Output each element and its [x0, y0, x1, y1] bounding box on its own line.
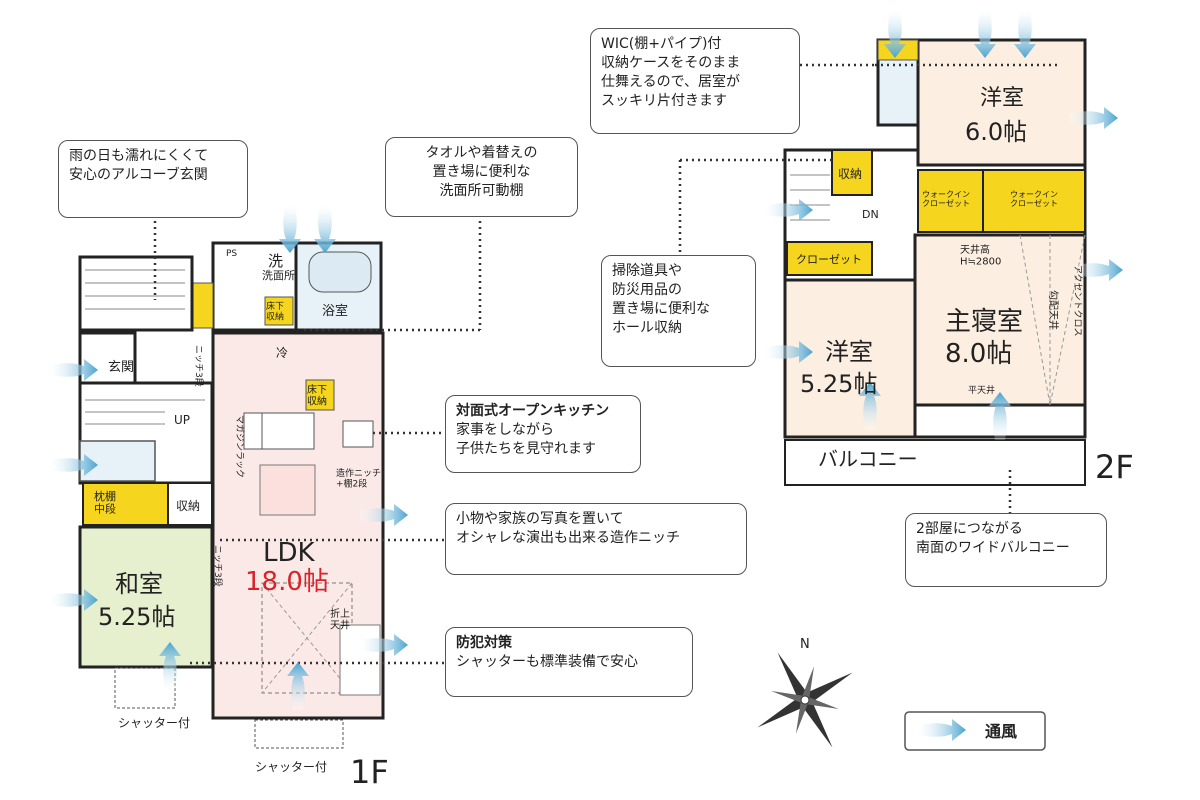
callout-line: 洗面所可動棚 — [439, 183, 524, 199]
callout-line: 安心のアルコーブ玄関 — [69, 167, 208, 183]
makura-label: 枕棚中段 — [94, 489, 116, 516]
callout-line: 子供たちを見守れます — [456, 441, 596, 457]
callout-line: スッキリ片付きます — [601, 93, 727, 109]
callout-line: WIC(棚+パイプ)付 — [601, 36, 722, 52]
bath-label: 浴室 — [322, 303, 348, 319]
dn-label: DN — [862, 208, 879, 221]
yoshitsu-1-name: 洋室 — [980, 86, 1024, 111]
sen-icon: 洗 — [268, 252, 283, 270]
callout-line: 置き場に便利な — [612, 301, 710, 317]
balcony-label: バルコニー — [818, 447, 918, 471]
ps-label: PS — [226, 249, 237, 259]
callout-line: 防災用品の — [612, 282, 682, 298]
callout-niche: 小物や家族の写真を置いて オシャレな演出も出来る造作ニッチ — [445, 503, 747, 575]
yoshitsu-2-name: 洋室 — [825, 338, 873, 366]
ldk-name: LDK — [263, 538, 316, 568]
legend-label: 通風 — [985, 722, 1017, 741]
accent-cloth-label: アクセントクロス — [1072, 265, 1083, 337]
compass-rose-icon — [757, 652, 853, 748]
niche-3-label-b: ニッチ3段 — [212, 545, 224, 587]
callout-line: オシャレな演出も出来る造作ニッチ — [456, 530, 680, 546]
compass-north-label: N — [800, 637, 810, 652]
callout-kitchen: 対面式オープンキッチン 家事をしながら 子供たちを見守れます — [445, 395, 641, 473]
washitsu-name: 和室 — [115, 570, 163, 598]
kobai-label: 勾配天井 — [1047, 290, 1060, 330]
callout-line: 家事をしながら — [456, 422, 554, 438]
floor-2-plan — [783, 38, 1087, 486]
callout-line: シャッターも標準装備で安心 — [456, 654, 638, 670]
wic-label-1: ウォークインクローゼット — [922, 190, 970, 208]
shinshitsu-name: 主寝室 — [945, 307, 1023, 337]
callout-line: タオルや着替えの — [425, 145, 538, 161]
shutter-label-1: シャッター付 — [118, 716, 190, 730]
callout-wic: WIC(棚+パイプ)付 収納ケースをそのまま 仕舞えるので、居室が スッキリ片付… — [590, 28, 800, 134]
ldk-size: 18.0帖 — [245, 567, 329, 597]
yukashita-label-wash: 床下収納 — [266, 300, 284, 322]
shuno-label-2f: 収納 — [838, 167, 862, 181]
magazine-rack-label: マガジンラック — [234, 415, 245, 478]
yoshitsu-2-size: 5.25帖 — [800, 370, 877, 398]
zousaku-niche-label: 造作ニッチ+棚2段 — [336, 467, 381, 489]
closet-label: クローゼット — [796, 253, 862, 266]
callout-line: 収納ケースをそのまま — [601, 55, 741, 71]
callout-title: 防犯対策 — [456, 635, 512, 651]
genkan-label: 玄関 — [108, 360, 134, 375]
callout-washroom: タオルや着替えの 置き場に便利な 洗面所可動棚 — [385, 137, 578, 217]
callout-line: 小物や家族の写真を置いて — [456, 511, 624, 527]
shinshitsu-size: 8.0帖 — [945, 339, 1012, 369]
callout-line: 雨の日も濡れにくくて — [69, 148, 209, 164]
callout-line: 仕舞えるので、居室が — [601, 74, 741, 90]
shuno-label-1f: 収納 — [176, 499, 200, 513]
rei-label: 冷 — [276, 346, 288, 360]
senmen-label: 洗面所 — [262, 269, 295, 282]
shutter-label-2: シャッター付 — [255, 760, 327, 774]
floor-2-label: 2F — [1095, 448, 1134, 486]
callout-line: 置き場に便利な — [432, 164, 531, 180]
callout-balcony: 2部屋につながる 南面のワイドバルコニー — [905, 513, 1107, 587]
washitsu-size: 5.25帖 — [98, 603, 175, 631]
callout-security: 防犯対策 シャッターも標準装備で安心 — [445, 627, 693, 697]
niche-3-label-a: ニッチ3段 — [193, 345, 205, 387]
callout-entrance: 雨の日も濡れにくくて 安心のアルコーブ玄関 — [58, 140, 248, 218]
callout-storage: 掃除道具や 防災用品の 置き場に便利な ホール収納 — [601, 255, 756, 367]
callout-line: ホール収納 — [612, 320, 682, 336]
callout-title: 対面式オープンキッチン — [456, 403, 610, 419]
callout-line: 2部屋につながる — [916, 521, 1023, 537]
yoshitsu-1-size: 6.0帖 — [965, 118, 1027, 146]
callout-line: 南面のワイドバルコニー — [916, 540, 1070, 556]
wic-label-2: ウォークインクローゼット — [1010, 190, 1058, 208]
yukashita-label-ldk: 床下収納 — [307, 383, 327, 408]
up-label: UP — [174, 413, 190, 427]
callout-line: 掃除道具や — [612, 263, 682, 279]
orijo-label: 折上天井 — [330, 607, 350, 632]
legend-box — [904, 711, 1046, 751]
yoshitsu-1-room — [916, 38, 1087, 167]
master-bedroom — [913, 233, 1087, 407]
balcony — [784, 439, 1086, 486]
floor-1-label: 1F — [350, 753, 389, 791]
floor-1-plan — [78, 241, 385, 749]
washitsu-room — [78, 525, 214, 669]
heitenjo-label: 平天井 — [968, 384, 995, 396]
